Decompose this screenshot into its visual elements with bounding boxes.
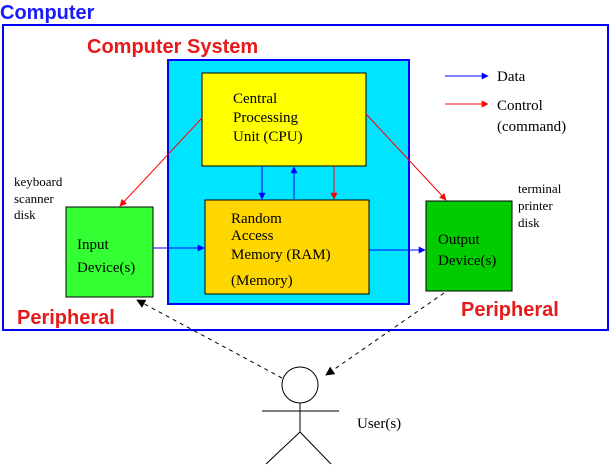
ram-label-line2: Access bbox=[231, 228, 274, 244]
computer-title: Computer bbox=[0, 2, 95, 24]
output-device-label-line2: Device(s) bbox=[438, 253, 496, 269]
input-device-box bbox=[65, 206, 154, 298]
user-right-leg bbox=[299, 431, 332, 465]
user-arrow-to-input bbox=[136, 299, 283, 379]
computer-system-title: Computer System bbox=[87, 36, 258, 58]
output-device-label-line1: Output bbox=[438, 232, 481, 248]
output-device-box bbox=[425, 200, 513, 292]
control-arrow-cpu-to-input bbox=[119, 117, 203, 207]
peripheral-right-label: Peripheral bbox=[461, 299, 559, 321]
input-device-label-line1: Input bbox=[77, 237, 109, 253]
ram-label-line1: Random bbox=[231, 211, 282, 227]
peripheral-left-label: Peripheral bbox=[17, 307, 115, 329]
cpu-label-line3: Unit (CPU) bbox=[233, 129, 303, 145]
input-example-2: scanner bbox=[14, 191, 54, 206]
cpu-label-line2: Processing bbox=[233, 110, 298, 126]
control-arrow-cpu-to-output bbox=[365, 113, 447, 201]
legend-data-label: Data bbox=[497, 69, 526, 85]
ram-box bbox=[204, 199, 370, 295]
input-device-label-line2: Device(s) bbox=[77, 260, 135, 276]
legend-control-label-line2: (command) bbox=[497, 119, 566, 135]
user-left-leg bbox=[265, 431, 301, 465]
user-head bbox=[281, 366, 319, 404]
legend-control-label-line1: Control bbox=[497, 98, 543, 114]
input-example-1: keyboard bbox=[14, 174, 63, 189]
ram-label-line4: (Memory) bbox=[231, 273, 293, 289]
ram-label-line3: Memory (RAM) bbox=[231, 247, 331, 263]
cpu-box bbox=[201, 72, 367, 167]
input-example-3: disk bbox=[14, 207, 36, 222]
output-example-1: terminal bbox=[518, 181, 562, 196]
output-example-3: disk bbox=[518, 215, 540, 230]
output-example-2: printer bbox=[518, 198, 553, 213]
user-figure bbox=[262, 366, 339, 465]
cpu-label-line1: Central bbox=[233, 91, 277, 107]
user-label: User(s) bbox=[357, 416, 401, 432]
